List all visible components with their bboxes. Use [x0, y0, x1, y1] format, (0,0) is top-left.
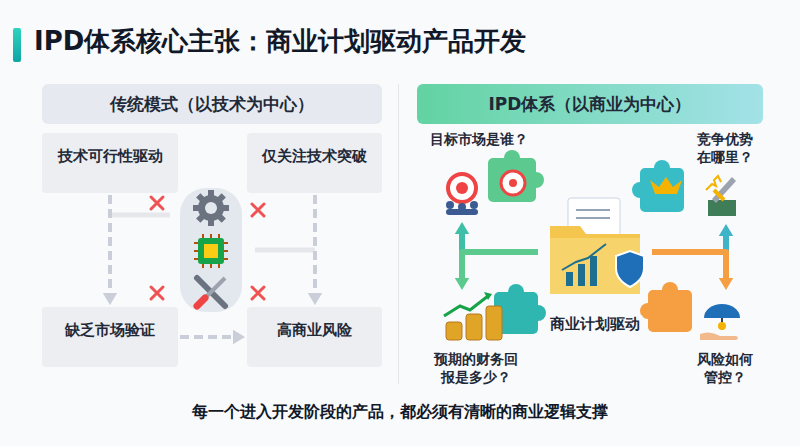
arrow-head: [719, 224, 733, 236]
arrow-head: [719, 278, 733, 290]
gear-icon: [193, 190, 229, 226]
process-box: 高商业风险: [247, 307, 382, 367]
connector-line: [462, 252, 538, 278]
folder-icon: [550, 198, 644, 294]
node-text: 预期的财务回报是多少？: [432, 350, 520, 386]
connector-line: [108, 195, 112, 293]
node-text: 缺乏市场验证: [65, 321, 155, 341]
divider: [398, 84, 399, 384]
section-header: 传统模式（以技术为中心）: [42, 84, 382, 124]
node-text: 高商业风险: [277, 321, 352, 341]
crown-icon: [650, 176, 736, 216]
node-text: 风险如何管控？: [694, 350, 756, 386]
connector-arrow: [308, 195, 322, 305]
connector-line: [180, 335, 233, 339]
question-item: 预期的财务回报是多少？: [424, 292, 528, 386]
cross-marks: [151, 197, 264, 299]
node-text: 传统模式（以技术为中心）: [110, 93, 314, 115]
node-text: 竞争优势在哪里？: [694, 130, 756, 166]
connector-arrow: [180, 330, 245, 344]
question-item: 竞争优势在哪里？: [680, 130, 770, 222]
coins-icon: [444, 292, 502, 340]
node-text: 技术可行性驱动: [58, 147, 163, 167]
arrow-head: [455, 278, 469, 290]
chip-icon: [194, 234, 228, 268]
title-bar: [13, 28, 21, 62]
process-box: 技术可行性驱动: [42, 133, 178, 193]
arrow-head: [455, 222, 469, 234]
caption: 每一个进入开发阶段的产品，都必须有清晰的商业逻辑支撑: [0, 402, 800, 423]
connector-arrow: [652, 252, 733, 290]
process-box: 仅关注技术突破: [247, 133, 382, 193]
icon-panel: [180, 188, 242, 312]
tools-icon: [197, 278, 225, 306]
faint-arrows: [110, 215, 315, 250]
question-item: 风险如何管控？: [680, 292, 770, 386]
node-text: 仅关注技术突破: [262, 147, 367, 167]
connector-line: [313, 195, 317, 293]
connector-arrow: [103, 195, 117, 305]
puzzle-pieces: [488, 150, 692, 334]
node-text: 商业计划驱动: [547, 315, 643, 335]
connector-arrow: [455, 252, 538, 290]
question-item: 目标市场是谁？: [420, 130, 538, 220]
core-item: 商业计划驱动: [540, 192, 650, 334]
node-text: IPD体系（以商业为中心）: [489, 93, 692, 115]
arrow-head: [233, 330, 245, 344]
title: IPD体系核心主张：商业计划驱动产品开发: [34, 24, 526, 59]
arrow-head: [308, 293, 322, 305]
risk-icon: [700, 304, 740, 340]
connector-line: [652, 252, 726, 278]
node-text: 目标市场是谁？: [430, 130, 528, 148]
arrow-head: [103, 293, 117, 305]
connector-arrow: [455, 222, 538, 252]
connector-arrow: [652, 224, 733, 252]
target-icon: [446, 171, 525, 215]
section-header: IPD体系（以商业为中心）: [417, 84, 763, 124]
process-box: 缺乏市场验证: [42, 307, 178, 367]
